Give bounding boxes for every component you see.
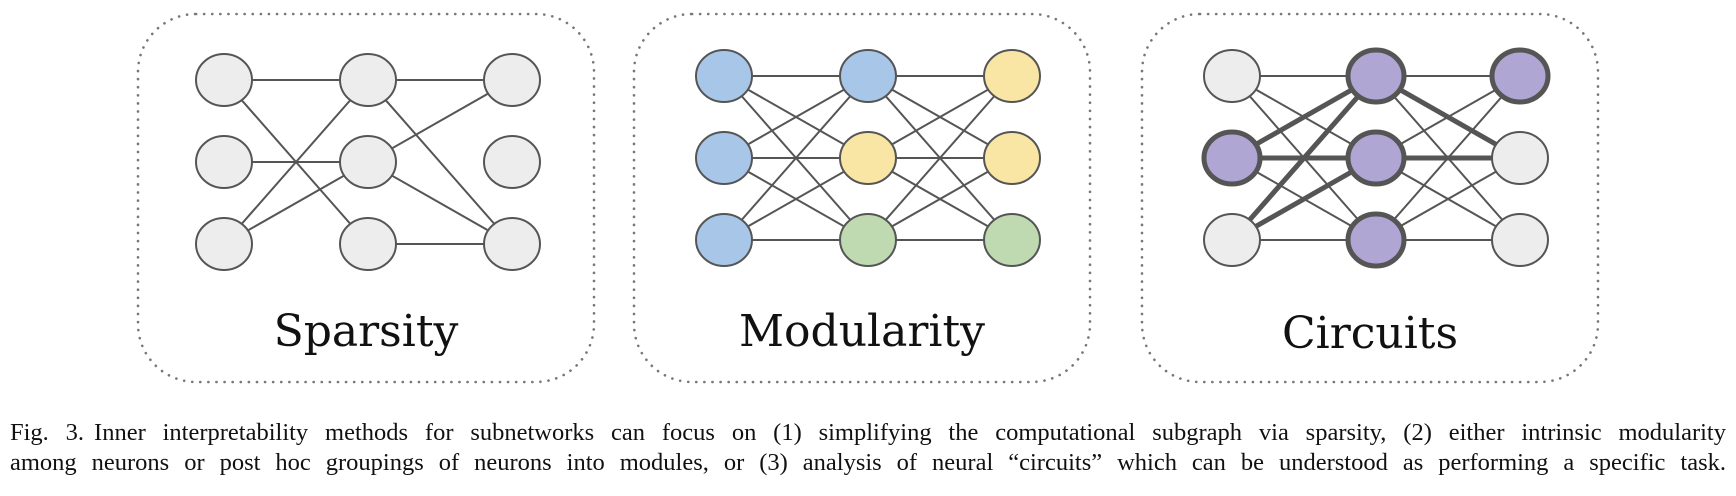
neuron-node-gray — [1203, 213, 1261, 267]
neuron-node-gray — [339, 217, 397, 271]
network-edge — [723, 75, 869, 241]
panel-label-sparsity: Sparsity — [274, 306, 459, 357]
neuron-node-purple — [1201, 129, 1263, 187]
neuron-node-blue — [695, 49, 753, 103]
neuron-node-gray — [1203, 49, 1261, 103]
neuron-node-green — [983, 213, 1041, 267]
neuron-node-purple — [1345, 211, 1407, 269]
panel-border — [136, 12, 596, 384]
network-edge — [1375, 75, 1521, 241]
neuron-node-purple — [1489, 47, 1551, 105]
neuron-node-purple — [1345, 129, 1407, 187]
panel-label-circuits: Circuits — [1282, 308, 1458, 359]
neuron-node-gray — [195, 217, 253, 271]
neuron-node-gray — [339, 53, 397, 107]
neuron-node-gray — [339, 135, 397, 189]
neuron-node-gray — [483, 53, 541, 107]
nodes — [1201, 47, 1551, 269]
nodes — [695, 49, 1041, 267]
neuron-node-blue — [839, 49, 897, 103]
caption-line-1: Fig. 3. Inner interpretability methods fo… — [10, 418, 1726, 448]
neuron-node-blue — [695, 213, 753, 267]
network-edge — [223, 79, 369, 245]
neuron-node-gray — [195, 135, 253, 189]
neuron-node-gray — [195, 53, 253, 107]
network-figure: Sparsity Modularity Circuits — [136, 12, 1600, 384]
network-edge — [367, 79, 513, 245]
panel-label-modularity: Modularity — [739, 306, 985, 357]
neuron-node-blue — [695, 131, 753, 185]
neuron-node-green — [839, 213, 897, 267]
panel-border — [632, 12, 1092, 384]
caption-text-1: Inner interpretability methods for subne… — [94, 419, 1726, 446]
neuron-node-gray — [1491, 131, 1549, 185]
neuron-node-purple — [1345, 47, 1407, 105]
neuron-node-gray — [1491, 213, 1549, 267]
caption-figure-number: Fig. 3. — [10, 419, 85, 446]
panel-modularity: Modularity — [632, 12, 1092, 384]
neuron-node-yellow — [839, 131, 897, 185]
neuron-node-yellow — [983, 49, 1041, 103]
panel-circuits: Circuits — [1140, 12, 1600, 384]
neuron-node-yellow — [983, 131, 1041, 185]
nodes — [195, 53, 541, 271]
neuron-node-gray — [483, 135, 541, 189]
figure-caption: Fig. 3. Inner interpretability methods fo… — [10, 418, 1726, 478]
panel-border — [1140, 12, 1600, 384]
caption-line-2: among neurons or post hoc groupings of n… — [10, 449, 1726, 476]
panel-sparsity: Sparsity — [136, 12, 596, 384]
neuron-node-gray — [483, 217, 541, 271]
circuit-edge — [1229, 73, 1379, 243]
network-edge — [867, 75, 1013, 241]
